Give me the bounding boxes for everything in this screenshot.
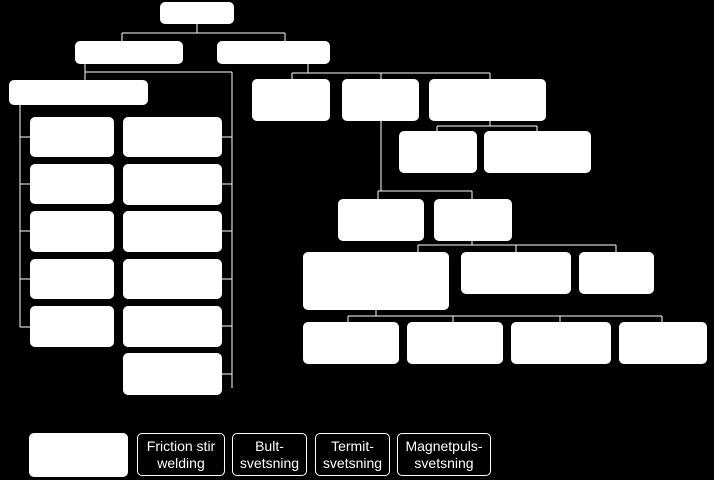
right-l4-node-2	[434, 199, 512, 241]
right-l6-node-3	[511, 322, 611, 364]
left-col-b-node-1	[123, 117, 222, 157]
right-l4-node-1	[338, 199, 424, 241]
legend-bult: Bult- svetsning	[232, 433, 307, 476]
right-l2-node-2	[342, 79, 419, 121]
right-l5-node-1	[303, 252, 449, 310]
right-l6-node-4	[619, 322, 707, 364]
right-l6-node-2	[407, 322, 503, 364]
left-col-b-node-6	[123, 353, 222, 395]
left-col-a-node-4	[30, 259, 114, 299]
right-l6-node-1	[303, 322, 399, 364]
legend-magnetpuls: Magnetpuls- svetsning	[397, 433, 491, 476]
legend-termit: Termit- svetsning	[315, 433, 390, 476]
right-l3-node-2	[484, 131, 591, 173]
left-col-a-node-2	[30, 164, 114, 204]
left-col-a-node-1	[30, 117, 114, 157]
left-col-b-node-5	[123, 306, 222, 347]
legend-filled-box	[29, 433, 128, 477]
left-col-a-node-3	[30, 211, 114, 252]
left-col-a-node-5	[30, 306, 114, 347]
right-l3-node-1	[399, 131, 477, 173]
left-col-b-node-2	[123, 164, 222, 205]
right-l2-node-1	[252, 79, 330, 121]
legend-friction-stir: Friction stir welding	[137, 433, 225, 476]
left-col-b-node-4	[123, 259, 222, 299]
root-node	[160, 2, 234, 24]
right-l2-node-3	[429, 79, 546, 121]
group-node-right	[217, 41, 330, 64]
right-l5-node-3	[579, 252, 654, 294]
left-col-b-node-3	[123, 211, 222, 252]
group-node-left	[75, 41, 183, 64]
left-subgroup-node	[9, 80, 148, 105]
right-l5-node-2	[461, 252, 571, 294]
